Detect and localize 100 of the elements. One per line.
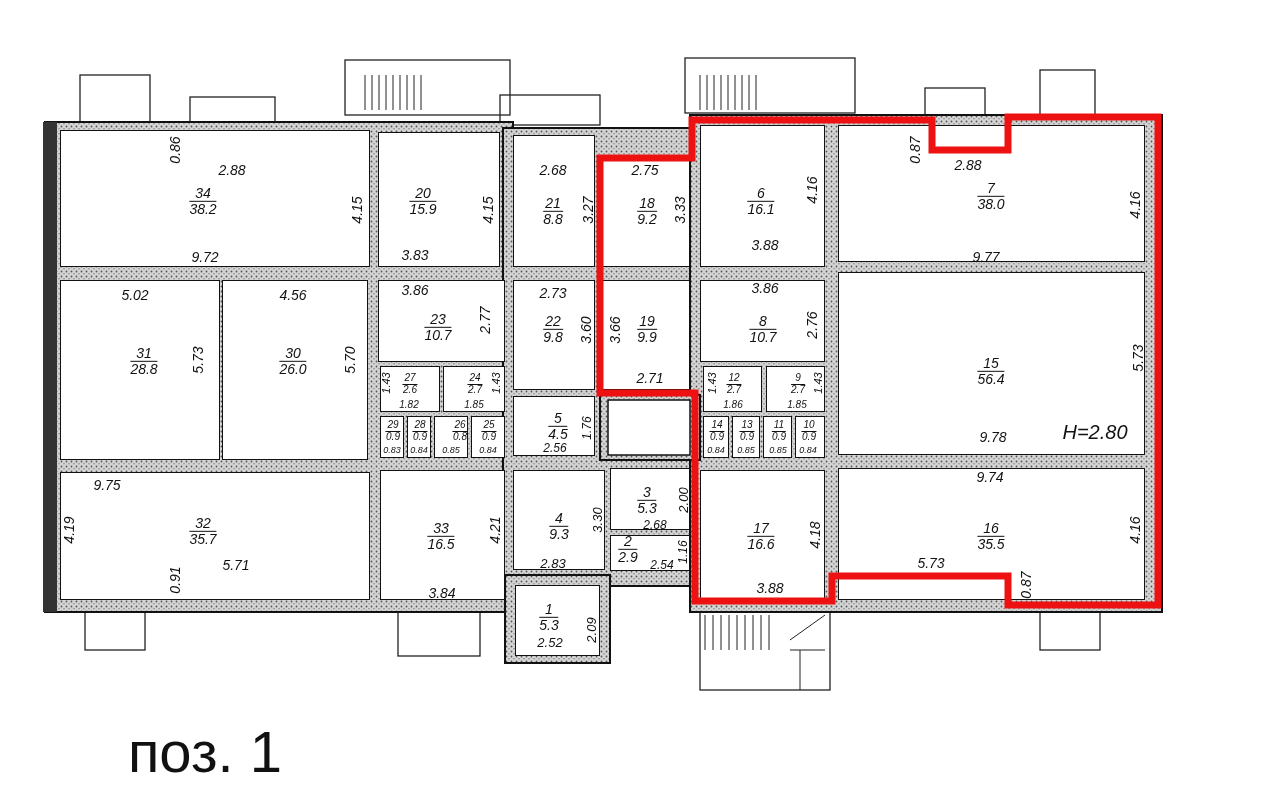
dimension-label: 3.86 <box>751 281 779 295</box>
room <box>700 125 825 267</box>
dimension-label: 5.73 <box>1131 344 1145 372</box>
room <box>838 468 1145 600</box>
room-area: 9.8 <box>543 329 563 345</box>
room <box>732 416 760 458</box>
dimension-label: 2.56 <box>543 442 567 454</box>
room-number: 28 <box>412 420 428 432</box>
dimension-label: 2.00 <box>676 487 690 513</box>
dimension-label: 1.82 <box>399 400 419 410</box>
room-number: 21 <box>543 195 563 212</box>
dimension-label: 9.72 <box>191 250 219 264</box>
dimension-label: 2.88 <box>954 158 982 172</box>
room-number: 19 <box>637 313 657 330</box>
dimension-label: 3.60 <box>579 316 593 344</box>
room-area: 0.9 <box>771 431 787 442</box>
dimension-label: 9.74 <box>976 470 1004 484</box>
dimension-label: 1.16 <box>677 540 689 564</box>
dimension-label: 0.84 <box>799 445 817 455</box>
room-area: 0.9 <box>385 431 401 442</box>
room-number: 1 <box>539 601 559 618</box>
dimension-label: 3.88 <box>756 581 784 595</box>
room-number: 11 <box>771 420 787 432</box>
room-area: 56.4 <box>977 371 1005 387</box>
room-area: 2.9 <box>618 549 638 565</box>
room <box>380 470 505 600</box>
dimension-label: 0.84 <box>479 445 497 455</box>
room <box>513 280 595 390</box>
room-number: 10 <box>801 420 817 432</box>
dimension-label: 5.70 <box>343 346 357 374</box>
room-number: 13 <box>739 420 755 432</box>
room-area: 0.9 <box>709 431 725 442</box>
dimension-label: 0.85 <box>442 445 460 455</box>
dimension-label: 3.27 <box>581 196 595 224</box>
room-area: 4.5 <box>548 426 568 442</box>
dimension-label: 2.73 <box>539 286 567 300</box>
room-number: 8 <box>749 313 777 330</box>
dimension-label: 5.73 <box>191 346 205 374</box>
room-area: 9.3 <box>549 526 569 542</box>
room <box>700 470 825 600</box>
dimension-label: 4.16 <box>805 176 819 204</box>
dimension-label: 5.02 <box>121 288 149 302</box>
dimension-label: 9.78 <box>979 430 1007 444</box>
room-area: 0.9 <box>412 431 428 442</box>
dimension-label: 2.88 <box>218 163 246 177</box>
room-number: 14 <box>709 420 725 432</box>
room-area: 16.1 <box>747 201 775 217</box>
dimension-label: 2.68 <box>539 163 567 177</box>
dimension-label: 4.16 <box>1128 516 1142 544</box>
dimension-label: 3.83 <box>401 248 429 262</box>
dimension-label: 2.54 <box>650 559 674 571</box>
dimension-label: 4.15 <box>481 196 495 224</box>
room-number: 2 <box>618 533 638 550</box>
room-area: 10.7 <box>749 329 777 345</box>
room-number: 32 <box>189 515 217 532</box>
dimension-label: 0.91 <box>168 566 182 594</box>
room-number: 16 <box>977 520 1005 537</box>
dimension-label: 0.83 <box>383 445 401 455</box>
dimension-label: 9.75 <box>93 478 121 492</box>
room <box>222 280 368 460</box>
room-area: 35.5 <box>977 536 1005 552</box>
dimension-label: 2.52 <box>537 635 563 649</box>
dimension-label: 1.85 <box>464 400 484 410</box>
room-number: 6 <box>747 185 775 202</box>
room-area: 0.9 <box>801 431 817 442</box>
room <box>60 130 370 267</box>
room <box>513 470 605 570</box>
room-area: 15.9 <box>409 201 437 217</box>
room <box>838 272 1145 455</box>
room <box>766 366 825 412</box>
room <box>380 366 440 412</box>
room-number: 33 <box>427 520 455 537</box>
room <box>60 472 370 600</box>
dimension-label: 4.56 <box>279 288 307 302</box>
room <box>838 125 1145 262</box>
dimension-label: 3.30 <box>590 507 604 533</box>
room-number: 4 <box>549 510 569 527</box>
room-number: 24 <box>467 373 483 385</box>
dimension-label: 3.66 <box>608 316 622 344</box>
room <box>378 280 505 362</box>
room-number: 18 <box>637 195 657 212</box>
dimension-label: 0.85 <box>769 445 787 455</box>
room <box>513 396 595 456</box>
dimension-label: 5.73 <box>917 556 945 570</box>
dimension-label: 1.43 <box>812 372 824 394</box>
room <box>703 416 729 458</box>
room-number: 3 <box>637 484 657 501</box>
room-area: 2.7 <box>467 384 483 395</box>
room-number: 7 <box>977 180 1005 197</box>
room-number: 29 <box>385 420 401 432</box>
room-number: 34 <box>189 185 217 202</box>
height-label: H=2.80 <box>1062 422 1128 442</box>
room <box>434 416 468 458</box>
dimension-label: 3.86 <box>401 283 429 297</box>
dimension-label: 1.86 <box>723 400 743 410</box>
room-number: 12 <box>726 373 742 385</box>
room-number: 30 <box>279 345 307 362</box>
dimension-label: 4.16 <box>1128 191 1142 219</box>
room-number: 9 <box>791 373 805 385</box>
room-area: 9.9 <box>637 329 657 345</box>
